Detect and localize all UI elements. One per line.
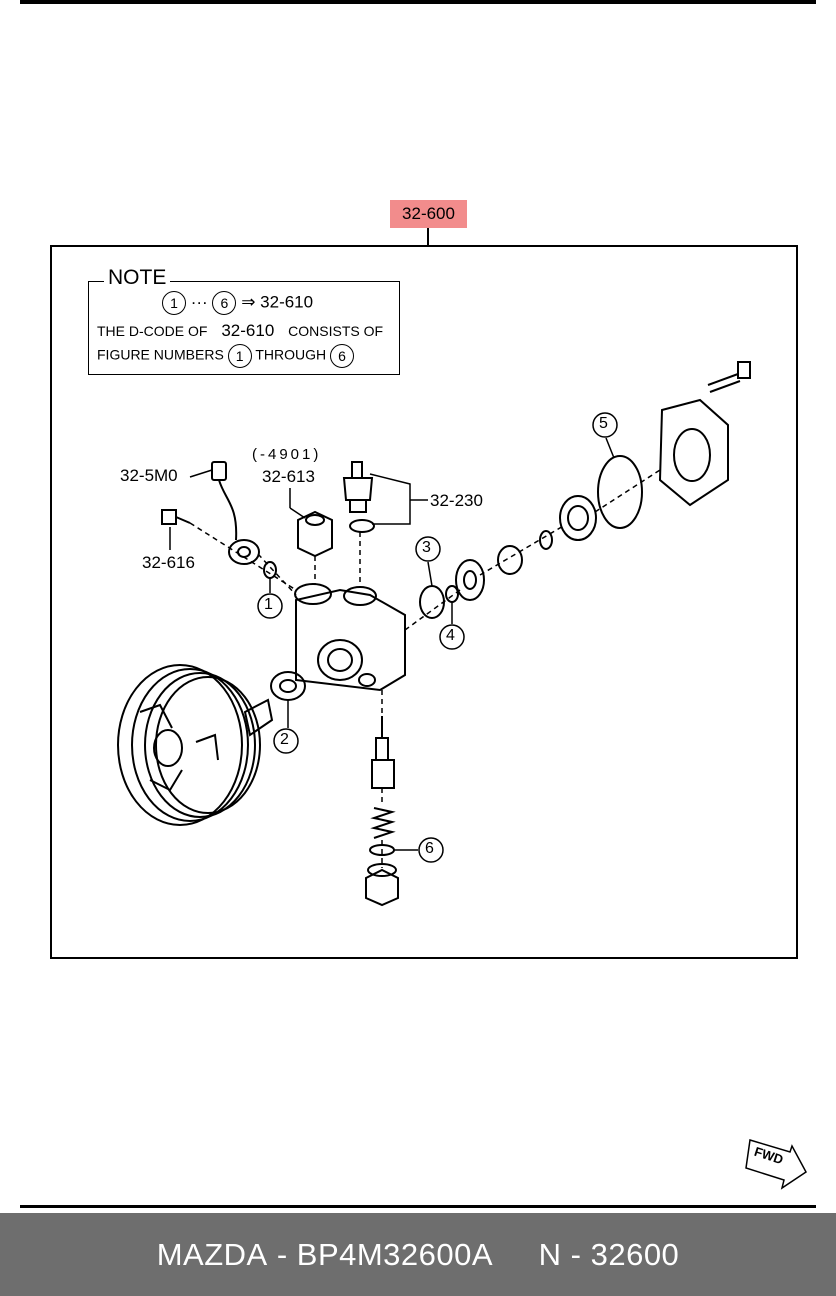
footer-brand: MAZDA bbox=[156, 1236, 268, 1272]
callout-6[interactable]: 6 bbox=[425, 840, 434, 857]
footer-part-number: BP4M32600A bbox=[296, 1236, 494, 1272]
note-figures-end: 6 bbox=[330, 344, 354, 368]
control-valve-icon bbox=[342, 461, 375, 533]
bolt-icon bbox=[161, 509, 191, 525]
note-title: NOTE bbox=[104, 266, 171, 290]
note-dcode-text-b: CONSISTS OF bbox=[288, 323, 384, 339]
callout-3[interactable]: 3 bbox=[422, 539, 431, 556]
o-ring-small-icon bbox=[445, 585, 459, 603]
label-bolt[interactable]: 32-616 bbox=[142, 553, 195, 572]
note-figures-start: 1 bbox=[227, 344, 252, 368]
label-valve[interactable]: 32-230 bbox=[430, 491, 483, 510]
footer-bar: MAZDA - BP4M32600A N - 32600 bbox=[0, 1213, 836, 1296]
gasket-icon bbox=[597, 455, 643, 529]
oil-seal-icon bbox=[270, 671, 306, 701]
diagram-frame bbox=[50, 245, 798, 959]
label-fitting-serial: (-4901) bbox=[252, 446, 322, 463]
spring-icon bbox=[370, 807, 396, 839]
o-ring-large-icon bbox=[419, 585, 445, 619]
note-dcode-line: THE D-CODE OF 32-610 CONSISTS OF bbox=[97, 321, 383, 341]
assembly-part-tag[interactable]: 32-600 bbox=[390, 200, 467, 228]
pump-body-icon bbox=[294, 583, 406, 692]
rotor-assembly-icon bbox=[455, 495, 597, 601]
callout-leaders bbox=[169, 437, 615, 851]
rear-cover-icon bbox=[658, 398, 729, 507]
footer-gap bbox=[493, 1237, 539, 1273]
callout-1[interactable]: 1 bbox=[264, 596, 273, 613]
note-figures-text-a: FIGURE NUMBERS bbox=[97, 346, 224, 363]
callout-5[interactable]: 5 bbox=[599, 415, 608, 432]
note-range-end: 6 bbox=[212, 291, 237, 315]
footer-group: N - 32600 bbox=[538, 1236, 680, 1272]
note-box bbox=[88, 281, 400, 375]
callout-circles bbox=[257, 412, 618, 863]
relief-valve-icon bbox=[371, 716, 395, 789]
note-range-start: 1 bbox=[162, 291, 186, 315]
label-sensor[interactable]: 32-5M0 bbox=[120, 466, 178, 485]
footer-sep: - bbox=[267, 1236, 297, 1272]
assembly-axis-lines bbox=[189, 469, 661, 868]
note-figures-line: FIGURE NUMBERS 1 THROUGH 6 bbox=[97, 344, 354, 368]
top-rule bbox=[20, 0, 816, 4]
union-fitting-icon bbox=[297, 510, 333, 558]
note-range-sep: ··· bbox=[190, 292, 208, 312]
cover-bolt-icon bbox=[707, 361, 751, 393]
fwd-arrow-icon bbox=[745, 1139, 807, 1190]
note-figures-text-b: THROUGH bbox=[255, 346, 327, 363]
pulley-icon bbox=[117, 664, 274, 826]
label-fitting[interactable]: 32-613 bbox=[262, 467, 315, 486]
note-dcode-code: 32-610 bbox=[221, 321, 275, 340]
bottom-rule bbox=[20, 1205, 816, 1208]
callout-2[interactable]: 2 bbox=[280, 731, 289, 748]
note-dcode-text-a: THE D-CODE OF bbox=[97, 323, 208, 339]
note-arrow-target: ⇒ 32-610 bbox=[241, 292, 314, 312]
pressure-sensor-icon bbox=[211, 461, 260, 565]
note-range-line: 1 ··· 6 ⇒ 32-610 bbox=[162, 291, 313, 315]
callout-4[interactable]: 4 bbox=[446, 627, 455, 644]
plug-bolt-icon bbox=[365, 863, 399, 907]
